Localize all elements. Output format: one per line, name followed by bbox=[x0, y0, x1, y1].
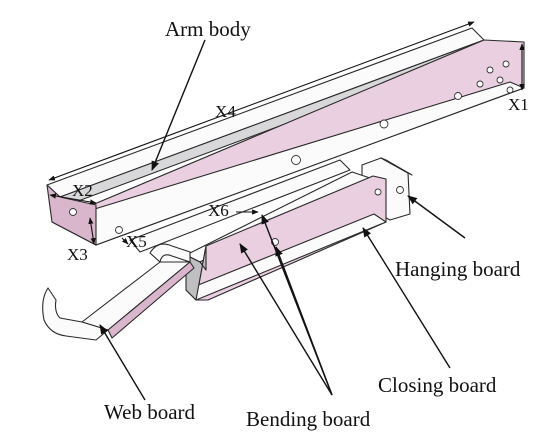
label-bending-board: Bending board bbox=[246, 407, 371, 431]
leader-arm-body bbox=[151, 39, 206, 171]
label-x5: X5 bbox=[126, 232, 147, 251]
web-board-slope bbox=[81, 261, 191, 331]
arm-end-hole-2 bbox=[115, 226, 123, 234]
leader-bending-board-1 bbox=[239, 243, 333, 396]
web-board-underside bbox=[107, 261, 195, 339]
leader-bending-board-3 bbox=[275, 246, 333, 396]
dim-x3-line bbox=[88, 217, 96, 245]
dim-x2-line bbox=[49, 193, 97, 205]
dim-x4-line bbox=[48, 21, 475, 181]
leader-web-board bbox=[99, 324, 146, 401]
label-web-board: Web board bbox=[104, 400, 196, 424]
arm-hole-7 bbox=[502, 60, 510, 68]
arm-hole-5 bbox=[486, 66, 494, 74]
arm-hole-4 bbox=[476, 80, 484, 88]
web-board-lower-hook bbox=[42, 287, 109, 341]
arm-hole-6 bbox=[496, 76, 504, 84]
label-x4: X4 bbox=[215, 102, 236, 121]
label-closing-board: Closing board bbox=[378, 373, 497, 397]
arm-hole-1 bbox=[291, 155, 301, 165]
label-arm-body: Arm body bbox=[165, 17, 251, 41]
label-x3: X3 bbox=[67, 245, 88, 264]
hanging-board-hole bbox=[396, 186, 404, 194]
web-board-top-hook bbox=[149, 243, 191, 263]
dimension-labels: X1 X2 X3 X4 X5 X6 bbox=[67, 95, 529, 264]
label-x2: X2 bbox=[72, 181, 93, 200]
bending-board-end bbox=[185, 245, 207, 301]
label-x6: X6 bbox=[208, 201, 229, 220]
arm-hole-3 bbox=[454, 92, 462, 100]
part-labels: Arm body Hanging board Closing board Web… bbox=[104, 17, 521, 431]
arm-end-hole-1 bbox=[69, 208, 77, 216]
arm-hole-2 bbox=[379, 119, 389, 129]
bending-board-hole-2 bbox=[374, 188, 382, 196]
label-hanging-board: Hanging board bbox=[395, 257, 521, 281]
dim-x5-line bbox=[121, 237, 129, 245]
leader-lines bbox=[99, 39, 466, 401]
arm-hole-8 bbox=[506, 86, 514, 94]
dimension-lines bbox=[48, 21, 525, 245]
leader-closing-board bbox=[362, 227, 451, 369]
label-x1: X1 bbox=[508, 95, 529, 114]
leader-hanging-board bbox=[407, 195, 466, 239]
web-board-part bbox=[42, 243, 195, 341]
